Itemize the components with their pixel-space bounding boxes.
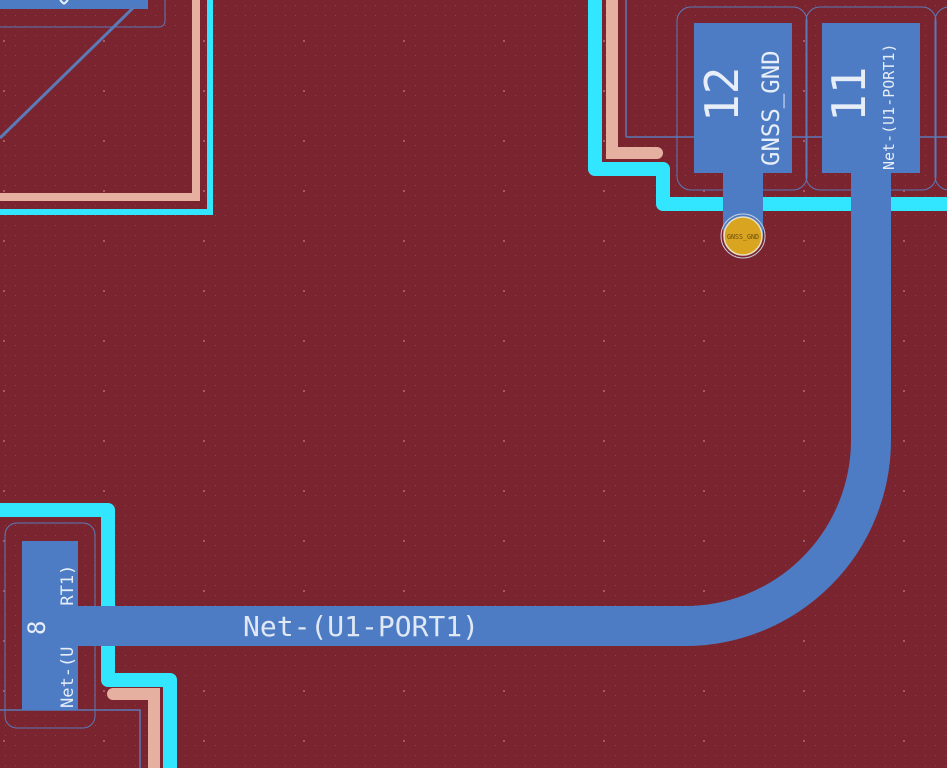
pad-outline-next xyxy=(934,6,947,191)
via-gnss-gnd[interactable] xyxy=(723,216,763,256)
pad-11[interactable] xyxy=(822,23,920,173)
pad-11-number: 11 xyxy=(822,67,876,122)
courtyard-outline-bottom-left xyxy=(0,503,177,768)
component-top-left[interactable] xyxy=(0,0,213,215)
fab-diagonal-line xyxy=(0,4,137,140)
via-net-label: GNSS_GND xyxy=(727,233,759,241)
pad-11-net-label: Net-(U1-PORT1) xyxy=(880,44,898,170)
via-gnss-gnd-ring xyxy=(720,213,766,259)
pad-partial-top-left[interactable] xyxy=(0,0,148,9)
trace-net-label: Net-(U1-PORT1) xyxy=(243,610,479,643)
pad-12-number: 12 xyxy=(695,67,749,122)
pad-12-net-label: GNSS_GND xyxy=(757,50,785,166)
trace-net-u1-port1[interactable]: Net-(U1-PORT1) xyxy=(50,170,891,646)
courtyard-outline-top-left xyxy=(0,0,213,215)
pad-8-number: 8 xyxy=(23,621,51,635)
silkscreen-outline-top-right xyxy=(606,0,663,159)
silkscreen-outline-bottom-left xyxy=(107,688,160,768)
fab-outline-top-left xyxy=(0,0,166,28)
silkscreen-outline-top-left xyxy=(0,0,200,201)
trace-segment[interactable] xyxy=(50,170,891,646)
pad-12[interactable] xyxy=(694,23,792,173)
component-top-right[interactable]: 12 GNSS_GND 11 Net-(U1-PORT1) GNSS_GND xyxy=(588,0,947,259)
pad-marker-x xyxy=(59,0,69,5)
